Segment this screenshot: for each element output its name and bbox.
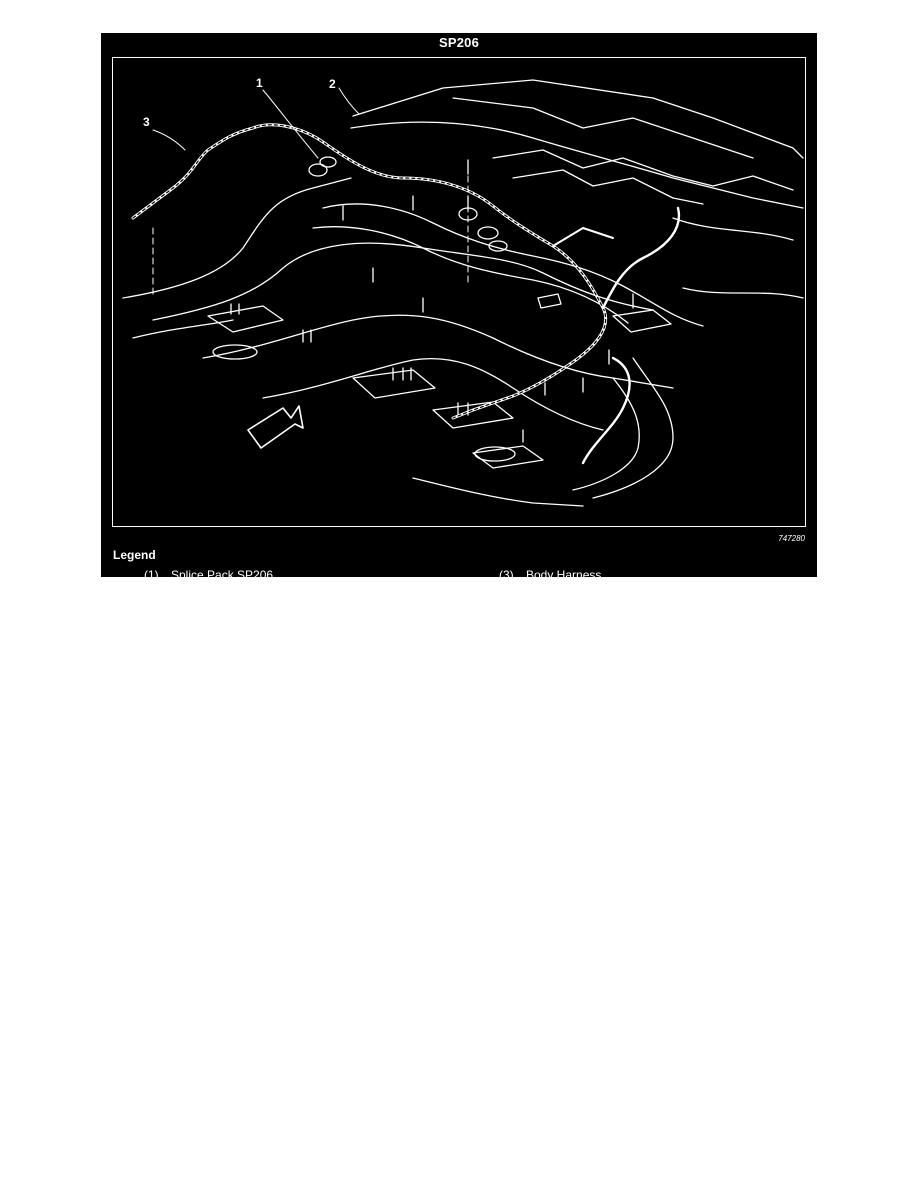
legend-item-number: (3) (499, 568, 514, 582)
floor-tunnel (322, 203, 704, 327)
floor-tunnel-lower (312, 226, 629, 324)
floor-rear-step (452, 97, 754, 159)
floor-right-wheelhouse-2 (572, 377, 640, 491)
body-harness-route (131, 123, 608, 420)
floor-right-wheelhouse (592, 357, 674, 499)
legend-heading: Legend (113, 548, 156, 562)
harness-branch-rear (552, 227, 614, 247)
splice-pack-connector-2 (319, 156, 337, 168)
front-arrow-icon (247, 405, 304, 449)
legend-item-body-harness: (3) Body Harness (499, 568, 601, 582)
floor-drain-hole-1 (212, 344, 258, 360)
legend-item-splice-pack: (1) Splice Pack SP206 (144, 568, 273, 582)
floor-bottom-edge (412, 477, 584, 507)
callout-2: 2 (329, 77, 336, 91)
callout-leader-2 (338, 87, 360, 115)
legend-item-label: Splice Pack SP206 (171, 568, 274, 582)
harness-branch-right-2 (581, 356, 631, 465)
legend-item-rear-floor-panel: (2) Rear Floor Panel (144, 584, 262, 598)
legend-item-label: Body Harness (526, 568, 602, 582)
legend-item-label: Rear Floor Panel (171, 584, 262, 598)
floor-right-rail (672, 217, 794, 241)
floor-right-rail-2 (682, 287, 804, 299)
seat-mount-pad-2 (352, 369, 436, 399)
callout-leader-1 (262, 89, 319, 159)
figure-number: 747280 (778, 534, 805, 543)
floor-rear-channel (492, 149, 794, 191)
splice-pack-connector-1 (308, 163, 328, 177)
rear-floor-panel-outline (352, 79, 804, 159)
dashed-guide-line (152, 175, 469, 299)
seat-mount-pad-3 (432, 401, 514, 429)
legend-item-number: (2) (144, 584, 159, 598)
floor-rear-channel-2 (512, 169, 704, 205)
callout-leader-3 (152, 129, 186, 151)
seat-mount-pad-4 (612, 309, 672, 333)
splice-connector-4 (477, 226, 499, 240)
legend-item-number: (1) (144, 568, 159, 582)
floor-ridge-1 (152, 242, 654, 321)
splice-connector-5 (488, 240, 508, 252)
seat-mount-pad-1 (207, 305, 284, 333)
diagram-figure: SP206 (101, 33, 817, 598)
floor-edge-left (122, 177, 352, 299)
floor-crossmember-upper (350, 121, 804, 209)
floor-front-edge (132, 319, 234, 339)
body-harness-route-inner (132, 124, 607, 419)
figure-title: SP206 (438, 35, 480, 50)
floor-panel-drawing (122, 79, 804, 507)
mount-studs (230, 159, 634, 443)
wire-tie-block (537, 293, 562, 309)
floor-ridge-3 (262, 357, 604, 431)
callout-1: 1 (256, 76, 263, 90)
floor-ridge-2 (202, 314, 674, 389)
callout-3: 3 (143, 115, 150, 129)
drawing-frame: 1 2 3 (112, 57, 806, 527)
floor-drain-hole-2 (474, 446, 516, 462)
harness-branch-right (601, 206, 681, 310)
